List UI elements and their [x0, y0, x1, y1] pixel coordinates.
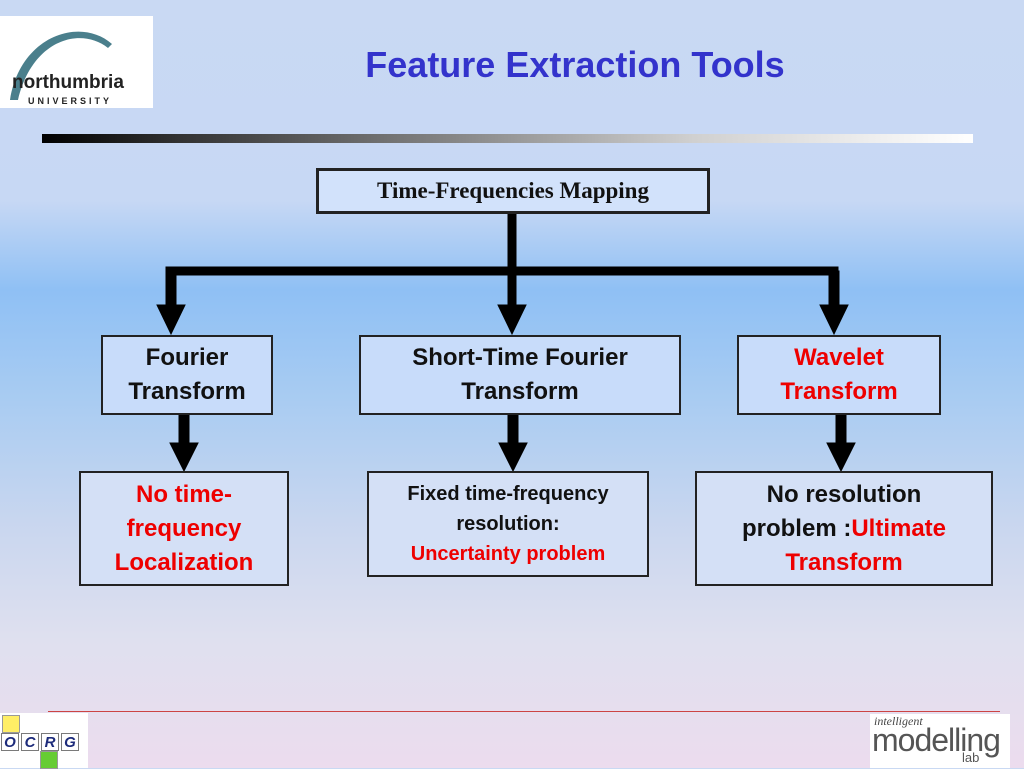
arrow2-mid [498, 442, 528, 473]
iml-logo: intelligent modelling lab [870, 714, 1010, 768]
northumbria-wordmark: northumbria [12, 72, 124, 93]
outcome-fourier: No time- frequency Localization [79, 471, 289, 586]
ocrg-letter-c: C [21, 733, 39, 751]
outcome-stft: Fixed time-frequency resolution: Uncerta… [367, 471, 649, 577]
outcome-stft-line3: Uncertainty problem [410, 543, 606, 565]
ocrg-letter-g: G [61, 733, 79, 751]
node-wavelet-line2: Transform [780, 378, 898, 405]
node-fourier: Fourier Transform [101, 335, 273, 415]
slide-title: Feature Extraction Tools [365, 44, 785, 85]
drop-left [165, 270, 177, 308]
drop2-right [835, 414, 847, 446]
outcome-wavelet: No resolution problem :Ultimate Transfor… [695, 471, 993, 586]
arch-icon [10, 31, 112, 100]
drop-right [828, 270, 840, 308]
node-fourier-line2: Transform [128, 378, 246, 405]
arrow-right [819, 304, 849, 336]
outcome-fourier-line2: frequency [126, 514, 242, 542]
outcome-wavelet-line3: Transform [785, 548, 903, 576]
root-label: Time-Frequencies Mapping [377, 178, 649, 203]
node-wavelet-line1: Wavelet [794, 344, 884, 371]
node-stft: Short-Time Fourier Transform [359, 335, 681, 415]
footer-divider [48, 711, 1000, 712]
drop2-left [178, 414, 190, 446]
node-wavelet: Wavelet Transform [737, 335, 941, 415]
node-stft-line1: Short-Time Fourier [412, 344, 628, 371]
iml-big-text: modelling [872, 722, 1001, 758]
northumbria-logo: northumbria UNIVERSITY [0, 16, 153, 108]
northumbria-subtitle: UNIVERSITY [28, 96, 113, 106]
ocrg-yellow-square [2, 715, 20, 733]
node-fourier-line1: Fourier [145, 344, 229, 371]
root-node: Time-Frequencies Mapping [316, 168, 710, 214]
arrow2-right [826, 442, 856, 473]
ocrg-letter-o: O [1, 733, 19, 751]
node-stft-line2: Transform [461, 378, 579, 405]
outcome-wavelet-line2a: problem : [741, 514, 852, 542]
ocrg-logo: O C R G [0, 713, 88, 769]
outcome-wavelet-line1: No resolution [766, 480, 922, 508]
iml-small-text: intelligent [874, 714, 923, 728]
outcome-fourier-line3: Localization [114, 548, 254, 576]
bus-line [165, 266, 839, 276]
arrow-left [156, 304, 186, 336]
drop2-mid [507, 414, 519, 446]
outcome-wavelet-line2b: Ultimate [851, 514, 947, 542]
outcome-fourier-line1: No time- [136, 480, 232, 508]
outcome-stft-line1: Fixed time-frequency [407, 483, 609, 505]
arrow2-left [169, 442, 199, 473]
outcome-stft-line2: resolution: [456, 513, 560, 535]
ocrg-letter-r: R [41, 733, 59, 751]
ocrg-green-square [40, 751, 58, 769]
iml-lab-text: lab [962, 750, 980, 765]
drop-mid [507, 270, 517, 308]
arrow-mid [497, 304, 527, 336]
title-divider [42, 134, 973, 143]
trunk-line [507, 213, 517, 273]
